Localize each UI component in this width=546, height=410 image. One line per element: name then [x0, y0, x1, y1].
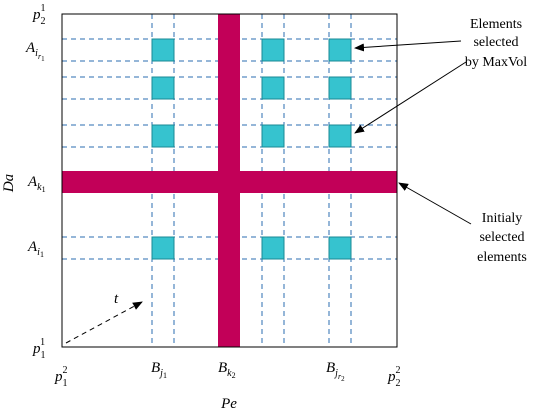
selected-cell	[328, 124, 352, 148]
selected-cell	[261, 76, 285, 100]
t-label: t	[114, 291, 119, 307]
maxvol-annotation-line: selected	[473, 35, 518, 50]
maxvol-annotation-line: by MaxVol	[465, 55, 527, 70]
selected-cell	[261, 124, 285, 148]
col-label-b-jr2: Bjr2	[326, 360, 345, 383]
corner-label-top-left: p21	[32, 3, 46, 27]
selected-cell	[328, 38, 352, 62]
x-axis-label: Pe	[220, 396, 237, 410]
col-label-b-k2: Bk2	[218, 360, 236, 380]
corner-label-bottom-left: p11	[32, 337, 46, 361]
selected-cell	[151, 124, 175, 148]
maxvol-arrow-bottom	[354, 61, 467, 134]
initial-annotation-line: selected	[479, 230, 524, 245]
selected-cell	[261, 38, 285, 62]
initial-annotation-line: Initialy	[482, 211, 522, 226]
initial-annotation: Initialy selected elements	[398, 182, 527, 265]
selected-cell	[151, 38, 175, 62]
initial-annotation-line: elements	[477, 250, 527, 265]
maxvol-annotation-line: Elements	[470, 17, 522, 32]
domain-frame	[61, 13, 398, 348]
t-direction-arrow	[65, 301, 143, 344]
row-label-a-ir1: Air1	[25, 40, 45, 63]
maxvol-annotation: Elements selected by MaxVol	[354, 17, 527, 134]
highlighted-column-bar	[218, 14, 240, 347]
maxvol-cells	[151, 38, 352, 260]
col-label-b-j1: Bj1	[151, 360, 167, 380]
selected-cell	[151, 236, 175, 260]
maxvol-arrow-top	[354, 40, 462, 52]
row-label-a-k1: Ak1	[27, 174, 46, 194]
row-label-a-i1: Ai1	[27, 239, 44, 259]
col-label-p2-2: p22	[387, 365, 401, 389]
y-axis-label: Da	[1, 174, 17, 193]
selected-cell	[328, 76, 352, 100]
col-label-p1-2: p12	[54, 365, 68, 389]
selected-cell	[261, 236, 285, 260]
selected-cell	[328, 236, 352, 260]
initial-arrow	[398, 182, 472, 225]
selected-cell	[151, 76, 175, 100]
